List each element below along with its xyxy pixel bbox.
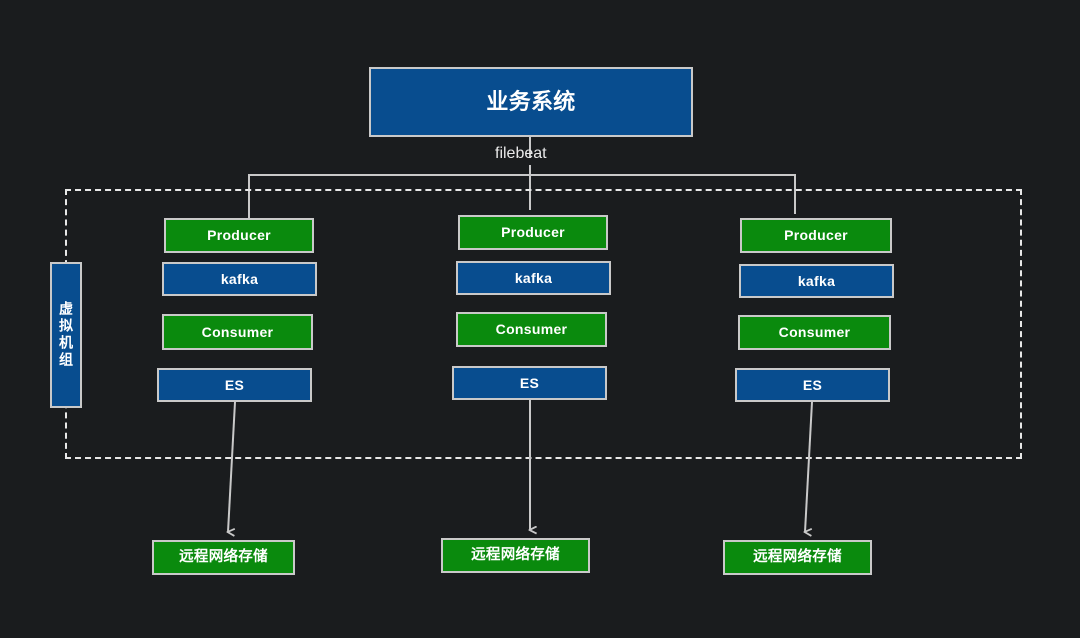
node-producer-2[interactable]: Producer [458,215,608,250]
node-kafka-1[interactable]: kafka [162,262,317,296]
node-remote-storage-3[interactable]: 远程网络存储 [723,540,872,575]
connector-distributor-bus [248,174,796,176]
node-kafka-2-label: kafka [514,269,553,286]
node-virtual-machine-group-label: 虚拟机组 [58,301,75,369]
connector-drop-column-3 [794,174,796,214]
node-kafka-2[interactable]: kafka [456,261,611,295]
node-kafka-1-label: kafka [220,270,259,287]
node-remote-storage-1[interactable]: 远程网络存储 [152,540,295,575]
connector-trunk-upper [529,137,531,158]
edge-label-filebeat: filebeat [495,145,547,162]
node-producer-3[interactable]: Producer [740,218,892,253]
node-producer-3-label: Producer [784,227,848,244]
node-remote-storage-2[interactable]: 远程网络存储 [441,538,590,573]
node-producer-1[interactable]: Producer [164,218,314,253]
node-es-3[interactable]: ES [735,368,890,402]
node-kafka-3-label: kafka [797,272,836,289]
node-consumer-2[interactable]: Consumer [456,312,607,347]
node-es-3-label: ES [802,376,823,393]
connector-trunk-lower [529,165,531,210]
node-es-1[interactable]: ES [157,368,312,402]
node-consumer-1-label: Consumer [201,323,274,340]
node-es-1-label: ES [224,376,245,393]
node-virtual-machine-group[interactable]: 虚拟机组 [50,262,82,408]
node-es-2[interactable]: ES [452,366,607,400]
node-consumer-2-label: Consumer [495,321,568,338]
node-remote-storage-1-label: 远程网络存储 [179,549,268,566]
node-business-system-label: 业务系统 [486,89,576,115]
node-remote-storage-2-label: 远程网络存储 [471,547,560,564]
node-consumer-1[interactable]: Consumer [162,314,313,350]
node-consumer-3[interactable]: Consumer [738,315,891,350]
node-producer-1-label: Producer [207,227,271,244]
connector-drop-column-1 [248,174,250,218]
node-business-system[interactable]: 业务系统 [369,67,693,137]
node-remote-storage-3-label: 远程网络存储 [753,549,842,566]
node-kafka-3[interactable]: kafka [739,264,894,298]
node-producer-2-label: Producer [501,224,565,241]
node-es-2-label: ES [519,374,540,391]
node-consumer-3-label: Consumer [778,324,851,341]
